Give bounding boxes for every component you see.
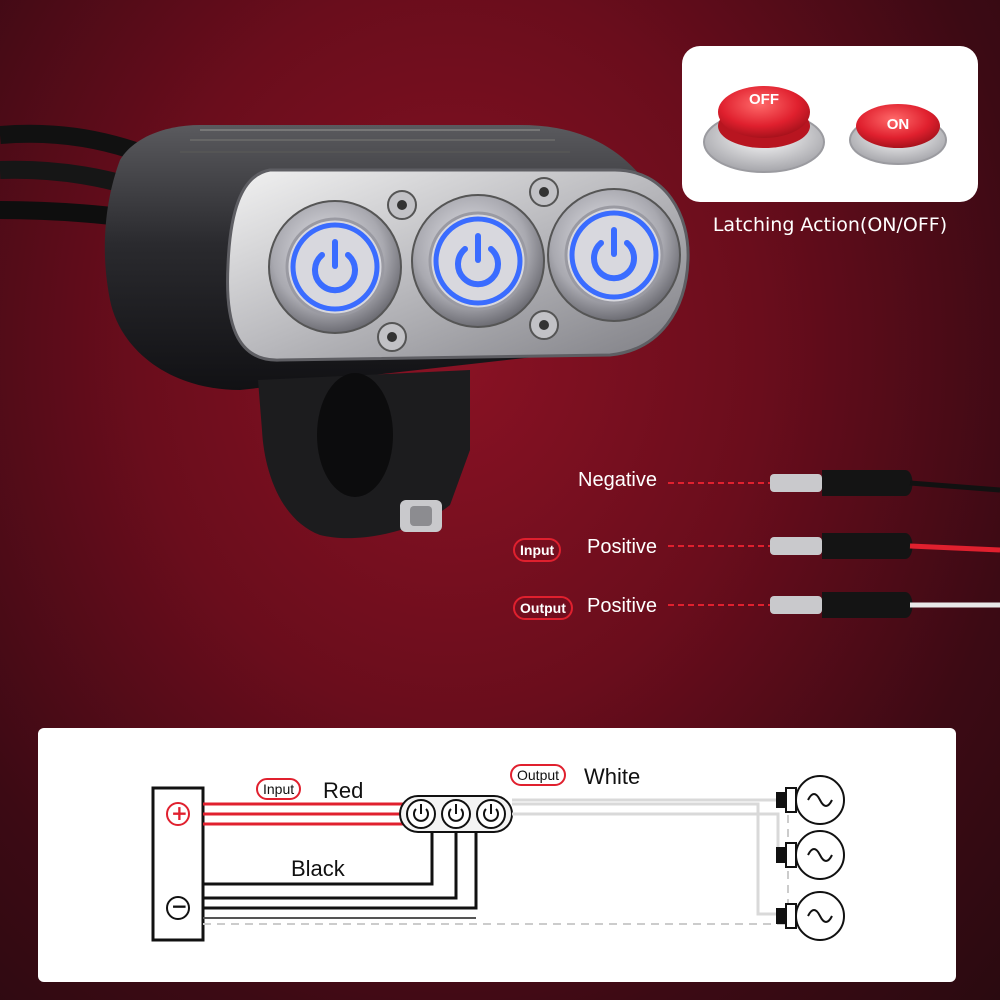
latching-caption: Latching Action(ON/OFF) [712,214,948,236]
push-button-3 [547,188,681,322]
power-icon [312,239,358,294]
power-icon [406,799,506,829]
power-icon [591,227,637,282]
push-button-1 [268,200,402,334]
output-positive-label: Positive [587,595,658,617]
output-tag: Output [513,596,573,620]
input-positive-label: Positive [587,536,658,558]
wiring-diagram: + − Input Red Black Output White [38,728,956,982]
positive-terminal [166,802,190,826]
wire-output-positive [668,592,1000,618]
power-icon [455,233,501,288]
battery-box [151,786,205,942]
wire-input-positive [668,533,1000,559]
plus-symbol: + [171,801,188,825]
black-wires [203,832,478,919]
red-label: Red [323,778,364,803]
handlebar-clamp [258,370,470,539]
latching-buttons [703,86,947,173]
input-tag: Input [513,538,562,562]
on-button-illustration [849,104,947,165]
diagram-input-tag: Input [256,778,302,800]
white-label: White [584,764,641,789]
white-wires [512,798,793,916]
negative-terminal [166,896,190,920]
diagram-output-tag: Output [510,764,567,786]
push-button-2 [411,194,545,328]
off-label: OFF [749,91,779,108]
off-button-illustration [703,86,825,173]
latching-action-card: OFF ON [682,46,978,202]
black-label: Black [291,856,345,881]
bulb-icon [776,830,845,880]
bulb-icon [776,775,845,825]
bulb-icon [776,891,845,941]
wiring-schematic [151,775,845,942]
on-label: ON [886,116,910,133]
minus-symbol: − [171,894,188,918]
wire-negative [668,470,1000,496]
negative-label: Negative [578,469,657,491]
red-wires [203,802,410,826]
screw-icon [377,177,559,352]
